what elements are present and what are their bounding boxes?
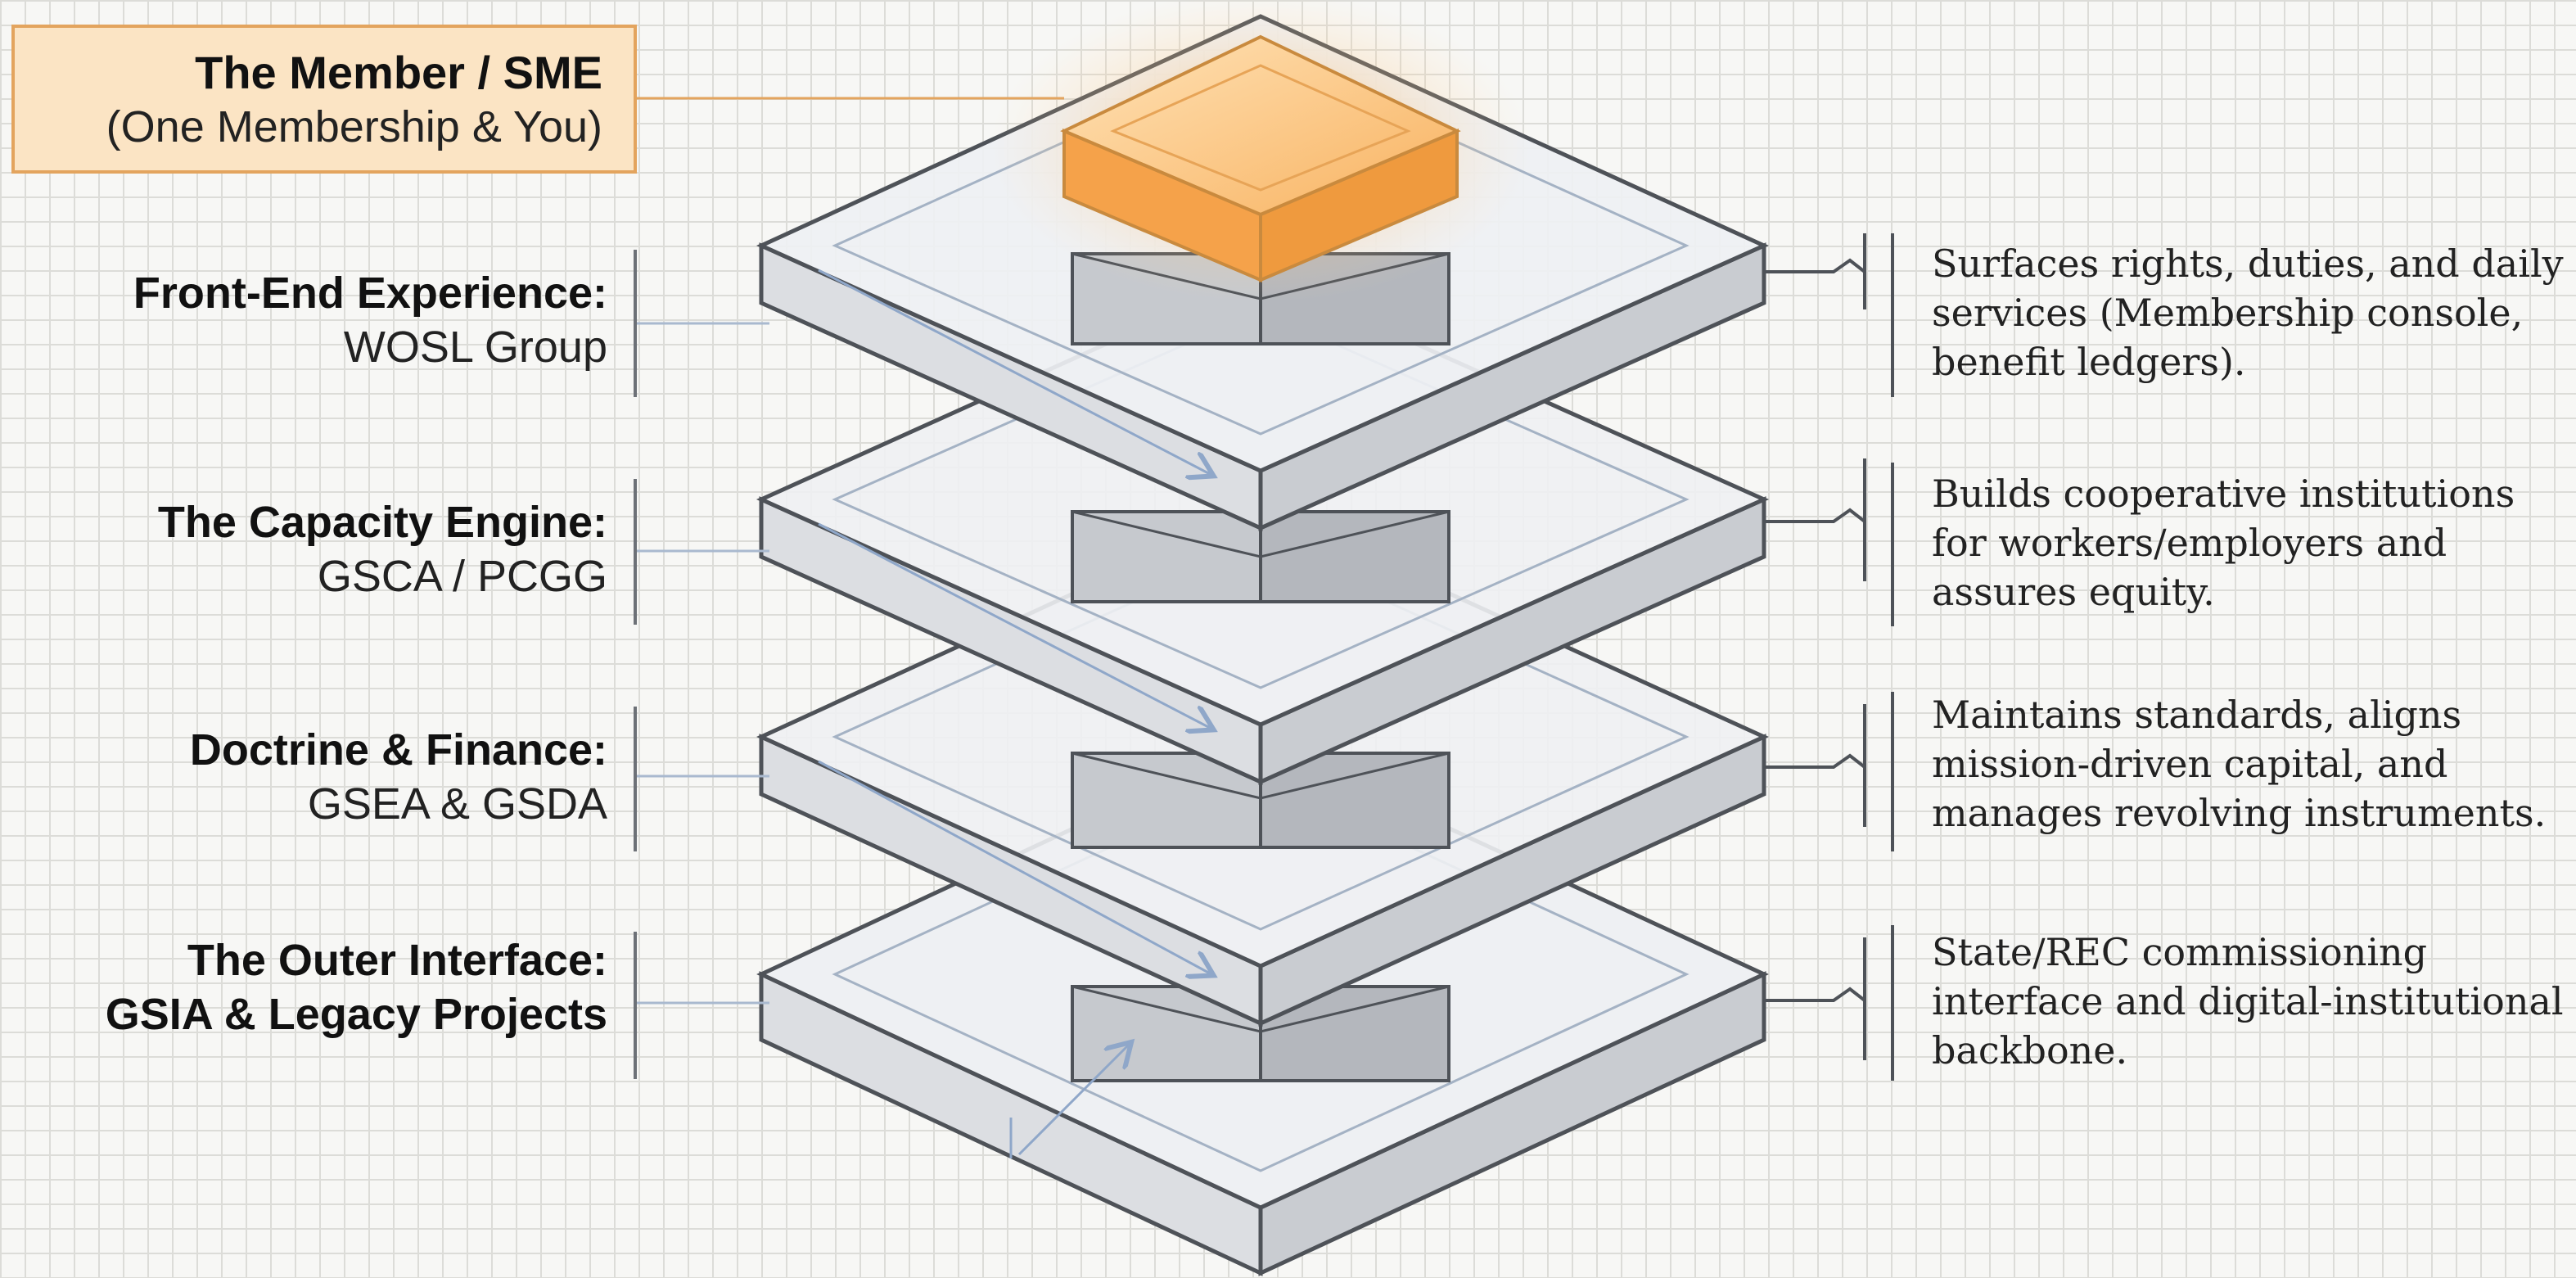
description-line: interface and digital-institutional: [1932, 979, 2564, 1023]
member-highlight-cap: [990, 0, 1531, 303]
description-line: assures equity.: [1932, 570, 2215, 614]
core-segment-3: [1071, 752, 1450, 849]
layer-title: The Capacity Engine:: [157, 498, 607, 547]
description-line: Builds cooperative institutions: [1932, 472, 2515, 516]
description-line: State/REC commissioning: [1932, 930, 2428, 974]
label-doctrine-finance: Doctrine & Finance: GSEA & GSDA: [16, 723, 607, 831]
label-front-end: Front-End Experience: WOSL Group: [16, 266, 607, 374]
label-outer-interface: The Outer Interface: GSIA & Legacy Proje…: [16, 933, 607, 1041]
description-front-end: Surfaces rights, duties, and daily servi…: [1932, 239, 2564, 386]
layer-entity: GSEA & GSDA: [307, 779, 607, 829]
description-line: backbone.: [1932, 1028, 2128, 1073]
core-segment-4: [1009, 985, 1450, 1158]
description-line: Surfaces rights, duties, and daily: [1932, 242, 2564, 286]
description-doctrine-finance: Maintains standards, aligns mission-driv…: [1932, 690, 2562, 838]
member-subtitle: (One Membership & You): [106, 102, 602, 151]
left-connectors: [634, 97, 1064, 1005]
label-capacity-engine: The Capacity Engine: GSCA / PCGG: [16, 495, 607, 603]
description-line: benefit ledgers).: [1932, 340, 2246, 384]
description-line: for workers/employers and: [1932, 521, 2447, 565]
layer-entity: WOSL Group: [343, 323, 607, 372]
description-line: Maintains standards, aligns: [1932, 693, 2462, 737]
member-callout: The Member / SME (One Membership & You): [11, 25, 637, 174]
description-capacity-engine: Builds cooperative institutions for work…: [1932, 469, 2562, 616]
layer-title: Doctrine & Finance:: [189, 725, 607, 774]
layer-entity: GSIA & Legacy Projects: [105, 990, 607, 1039]
description-line: manages revolving instruments.: [1932, 791, 2547, 835]
right-braces: [1764, 233, 1894, 1081]
layer-title: The Outer Interface:: [187, 936, 607, 985]
layer-entity: GSCA / PCGG: [317, 552, 607, 601]
core-segment-2: [1071, 510, 1450, 603]
member-title: The Member / SME: [195, 47, 602, 98]
description-outer-interface: State/REC commissioning interface and di…: [1932, 928, 2564, 1075]
layer-title: Front-End Experience:: [133, 269, 607, 318]
description-line: mission-driven capital, and: [1932, 742, 2448, 786]
description-line: services (Membership console,: [1932, 291, 2524, 335]
